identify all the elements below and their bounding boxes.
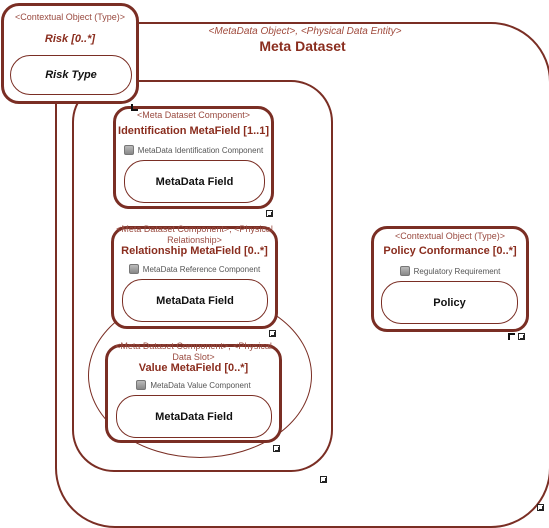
value-stereotype-1: <Meta Dataset Component>, <Physical <box>115 341 272 351</box>
relationship-stereotype-2: Relationship> <box>167 235 222 245</box>
relationship-component-label: MetaData Reference Component <box>142 264 261 274</box>
relationship-metadata-field[interactable]: MetaData Field <box>122 279 268 322</box>
identification-component-label: MetaData Identification Component <box>137 145 264 155</box>
meta-dataset-stereotype: <MetaData Object>, <Physical Data Entity… <box>208 26 402 37</box>
policy-component: Regulatory Requirement <box>371 266 529 276</box>
relationship-title: Relationship MetaField [0..*] <box>121 245 268 257</box>
value-stereotype-2: Data Slot> <box>172 352 215 362</box>
database-icon <box>128 264 139 274</box>
identification-stereotype: <Meta Dataset Component> <box>136 110 251 120</box>
risk-title: Risk [0..*] <box>44 33 96 45</box>
risk-type-field[interactable]: Risk Type <box>10 55 132 95</box>
link-arrow-icon[interactable] <box>508 333 515 340</box>
policy-title: Policy Conformance [0..*] <box>383 245 517 257</box>
value-title: Value MetaField [0..*] <box>138 362 249 374</box>
link-arrow-icon[interactable] <box>131 104 138 111</box>
resize-handle-icon[interactable] <box>269 330 276 337</box>
resize-handle-icon[interactable] <box>273 445 280 452</box>
resize-handle-icon[interactable] <box>320 476 327 483</box>
policy-component-label: Regulatory Requirement <box>413 266 501 276</box>
value-metadata-field[interactable]: MetaData Field <box>116 395 272 438</box>
value-component: MetaData Value Component <box>105 380 282 390</box>
database-icon <box>399 266 410 276</box>
database-icon <box>136 380 147 390</box>
identification-component: MetaData Identification Component <box>113 145 274 155</box>
identification-title: Identification MetaField [1..1] <box>118 125 269 137</box>
identification-metadata-field[interactable]: MetaData Field <box>124 160 265 203</box>
database-icon <box>123 145 134 155</box>
meta-dataset-title: Meta Dataset <box>259 38 346 54</box>
resize-handle-icon[interactable] <box>537 504 544 511</box>
resize-handle-icon[interactable] <box>266 210 273 217</box>
value-component-label: MetaData Value Component <box>150 380 251 390</box>
policy-field[interactable]: Policy <box>381 281 518 324</box>
resize-handle-icon[interactable] <box>518 333 525 340</box>
risk-stereotype: <Contextual Object (Type)> <box>14 12 126 22</box>
policy-stereotype: <Contextual Object (Type)> <box>394 231 506 241</box>
relationship-stereotype-1: <Meta Dataset Component>, <Physical <box>116 224 273 234</box>
relationship-component: MetaData Reference Component <box>111 264 278 274</box>
